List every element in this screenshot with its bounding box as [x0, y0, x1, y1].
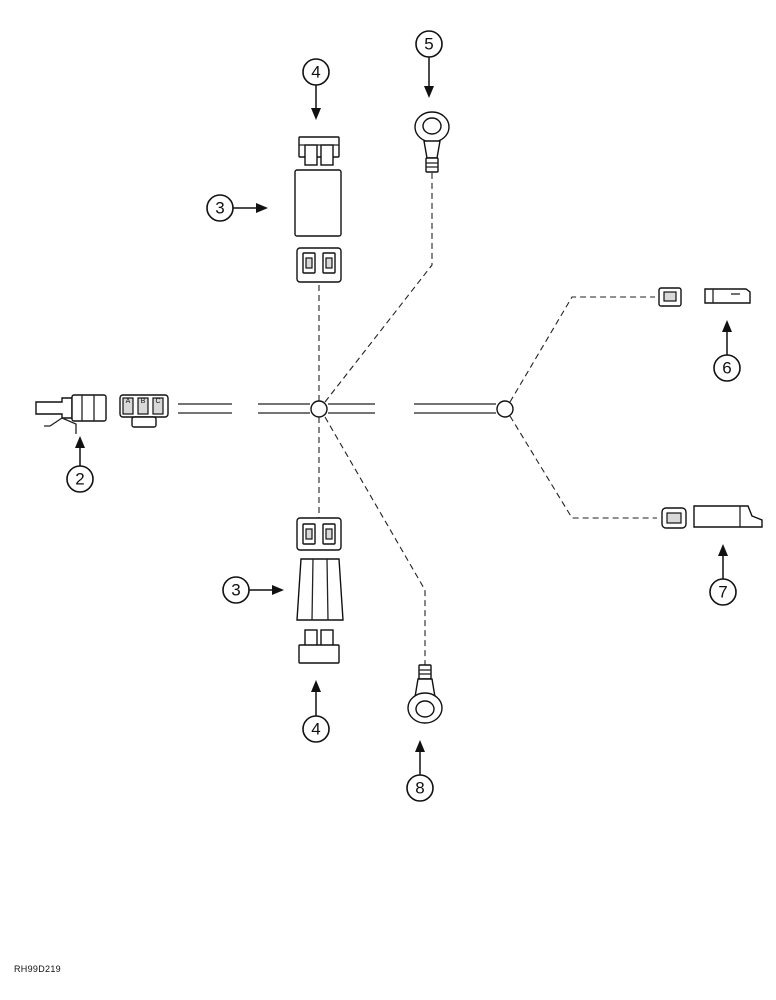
callout-3-top: 3 [206, 194, 268, 222]
connector-letter-a: A [126, 398, 131, 405]
callout-5: 5 [415, 30, 443, 98]
connector-letter-b: B [141, 398, 146, 405]
fuse-holder-bottom [296, 517, 344, 664]
connector-upper-right [658, 287, 751, 307]
branch-wires [318, 172, 657, 665]
callout-7: 7 [709, 544, 737, 606]
callout-7-label: 7 [718, 583, 727, 602]
callout-6-label: 6 [722, 359, 731, 378]
ring-terminal-bottom [407, 664, 443, 724]
callout-3-bottom: 3 [222, 576, 284, 604]
connector-lower-right [661, 505, 763, 529]
callout-2-label: 2 [75, 470, 84, 489]
fuse-holder-top [294, 136, 342, 283]
ring-terminal-top [414, 111, 450, 173]
left-connector-assembly: A B C [35, 394, 169, 434]
callout-8: 8 [406, 740, 434, 802]
callout-3-bottom-label: 3 [231, 581, 240, 600]
callout-4-top: 4 [302, 58, 330, 120]
callout-2: 2 [66, 436, 94, 493]
callout-8-label: 8 [415, 779, 424, 798]
callout-3-top-label: 3 [215, 199, 224, 218]
figure-reference-code: RH99D219 [14, 964, 61, 974]
callout-4-bottom: 4 [302, 680, 330, 743]
junction-node-left [310, 400, 328, 418]
harness-trunk [178, 403, 496, 414]
callout-5-label: 5 [424, 35, 433, 54]
callout-4-top-label: 4 [311, 63, 320, 82]
junction-node-right [496, 400, 514, 418]
callout-4-bottom-label: 4 [311, 720, 320, 739]
connector-letter-c: C [155, 398, 160, 405]
callout-6: 6 [713, 320, 741, 382]
